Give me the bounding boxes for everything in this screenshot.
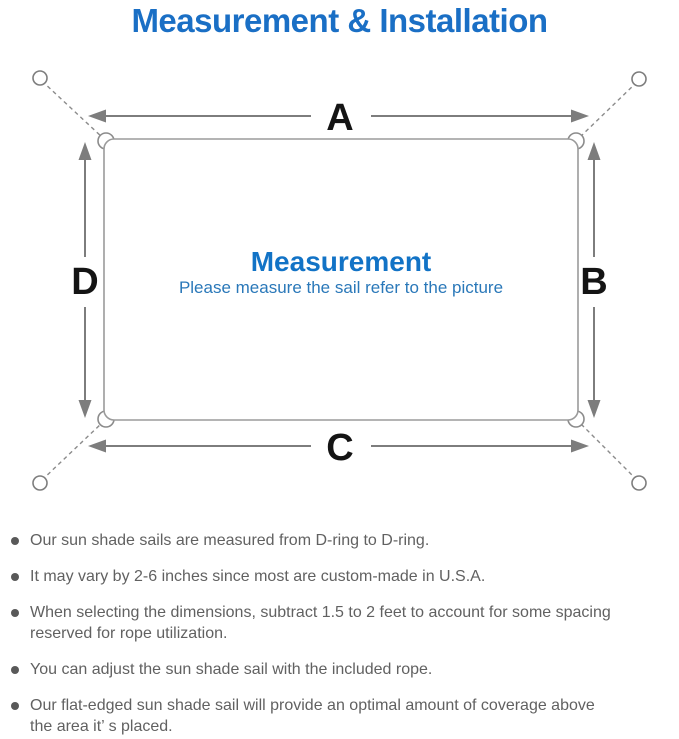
note-text: You can adjust the sun shade sail with t… <box>30 661 433 678</box>
list-item: You can adjust the sun shade sail with t… <box>9 659 675 680</box>
arrowhead-c-right-icon <box>571 439 589 453</box>
list-item: Our flat-edged sun shade sail will provi… <box>9 695 675 737</box>
rope-line-top-right <box>578 81 638 139</box>
list-item: When selecting the dimensions, subtract … <box>9 602 675 644</box>
dimension-arrow-heads <box>78 109 601 453</box>
list-item: It may vary by 2-6 inches since most are… <box>9 566 675 587</box>
anchor-point-icon-bottom-right <box>631 475 647 491</box>
anchor-point-icon-bottom-left <box>32 475 48 491</box>
diagram-center-subheading: Please measure the sail refer to the pic… <box>179 278 503 297</box>
sail-outline <box>103 138 579 421</box>
measurement-diagram: A B C D Measurement Please measure the s… <box>32 70 647 491</box>
bullet-icon <box>11 609 19 617</box>
page-title: Measurement & Installation <box>131 2 548 39</box>
rope-line-bottom-left <box>41 421 104 481</box>
bullet-icon <box>11 702 19 710</box>
note-text: Our flat-edged sun shade sail will provi… <box>30 697 595 714</box>
note-text: When selecting the dimensions, subtract … <box>30 604 611 621</box>
measurement-notes-list: Our sun shade sails are measured from D-… <box>9 530 675 739</box>
arrowhead-b-up-icon <box>587 142 601 160</box>
rope-line-bottom-right <box>578 421 638 481</box>
rope-lines <box>41 80 638 481</box>
bullet-icon <box>11 573 19 581</box>
dimension-arrow-lines <box>84 115 595 447</box>
dimension-label-a: A <box>326 97 353 139</box>
dimension-label-d: D <box>71 261 98 303</box>
bullet-icon <box>11 537 19 545</box>
dimension-label-b: B <box>580 261 607 303</box>
arrowhead-a-left-icon <box>88 109 106 123</box>
note-text: reserved for rope utilization. <box>30 625 228 642</box>
arrowhead-a-right-icon <box>571 109 589 123</box>
arrowhead-b-down-icon <box>587 400 601 418</box>
list-item: Our sun shade sails are measured from D-… <box>9 530 675 551</box>
arrowhead-d-down-icon <box>78 400 92 418</box>
anchor-point-icon-top-left <box>32 70 48 86</box>
rope-line-top-left <box>41 80 104 139</box>
bullet-icon <box>11 666 19 674</box>
note-text: It may vary by 2-6 inches since most are… <box>30 568 486 585</box>
anchor-points <box>32 70 647 491</box>
anchor-point-icon-top-right <box>631 71 647 87</box>
dimension-label-c: C <box>326 427 353 469</box>
note-text: Our sun shade sails are measured from D-… <box>30 532 430 549</box>
arrowhead-d-up-icon <box>78 142 92 160</box>
arrowhead-c-left-icon <box>88 439 106 453</box>
note-text: the area it’ s placed. <box>30 718 173 735</box>
diagram-center-heading: Measurement <box>251 246 432 277</box>
